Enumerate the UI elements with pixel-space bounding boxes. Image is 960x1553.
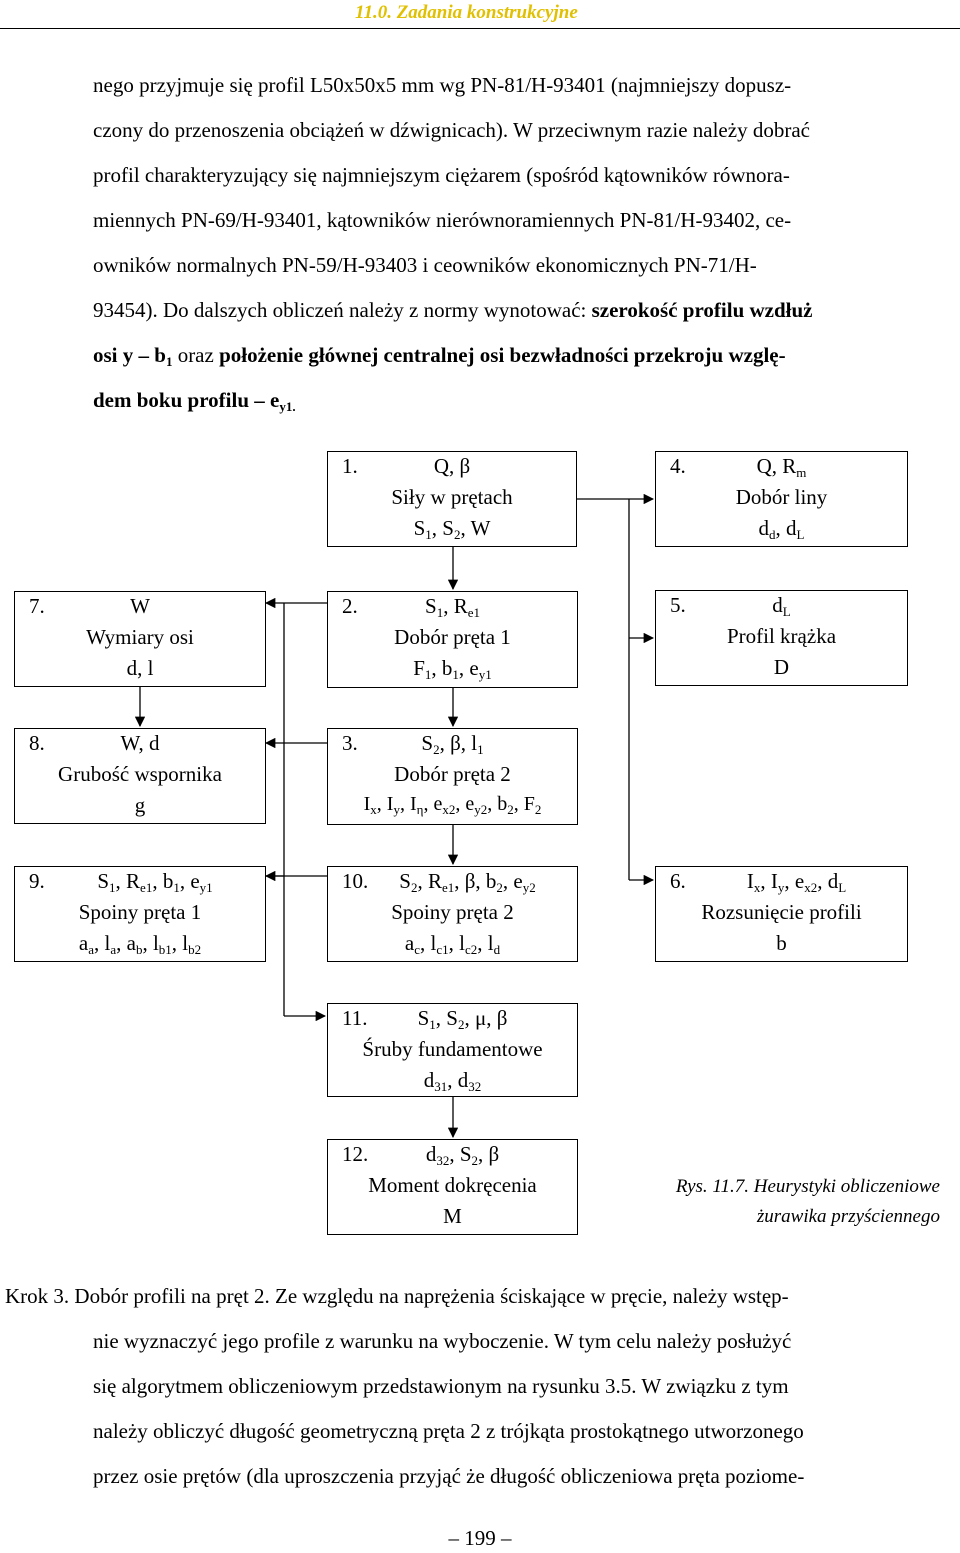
box-title: Dobór pręta 1 [394, 625, 511, 649]
box-outputs: dd, dL [758, 516, 805, 542]
box-inputs: S1, S2, μ, β [417, 1006, 508, 1032]
flowchart-box-9: 9. S1, Re1, b1, ey1 Spoiny pręta 1 aa, l… [14, 866, 266, 962]
box-number: 3. [342, 731, 358, 755]
box-inputs: S2, Re1, β, b2, ey2 [399, 869, 536, 895]
bottom-paragraph: Krok 3. Dobór profili na pręt 2. Ze wzgl… [0, 1274, 950, 1499]
box-inputs: Ix, Iy, ex2, dL [746, 869, 847, 895]
flowchart-box-8: 8. W, d Grubość wspornika g [14, 728, 266, 824]
box-inputs: d32, S2, β [425, 1142, 500, 1168]
flowchart-box-11: 11. S1, S2, μ, β Śruby fundamentowe d31,… [327, 1003, 578, 1097]
box-title: Moment dokręcenia [368, 1173, 537, 1197]
box-title: Profil krążka [726, 624, 837, 648]
box-number: 5. [670, 593, 686, 617]
bottom-line-5: przez osie prętów (dla uproszczenia przy… [93, 1464, 805, 1488]
box-inputs: Q, Rm [756, 454, 807, 480]
top-line-5: owników normalnych PN-59/H-93403 i ceown… [93, 253, 757, 277]
header-rule [0, 28, 960, 29]
box-title: Siły w prętach [391, 485, 513, 509]
running-header: 11.0. Zadania konstrukcyjne [355, 2, 578, 23]
box-inputs: S2, β, l1 [421, 731, 484, 757]
box-number: 7. [29, 594, 45, 618]
box-title: Spoiny pręta 1 [78, 900, 202, 924]
box-outputs: d, l [126, 656, 154, 680]
flowchart-box-10: 10. S2, Re1, β, b2, ey2 Spoiny pręta 2 a… [327, 866, 578, 962]
box-outputs: aa, la, ab, lb1, lb2 [78, 931, 202, 957]
flowchart-box-2: 2. S1, Re1 Dobór pręta 1 F1, b1, ey1 [327, 591, 578, 688]
box-inputs: dL [772, 593, 791, 619]
bottom-line-2: nie wyznaczyć jego profile z warunku na … [93, 1329, 792, 1353]
flowchart-box-4: 4. Q, Rm Dobór liny dd, dL [655, 451, 908, 547]
box-outputs: ac, lc1, lc2, ld [404, 931, 501, 957]
box-number: 6. [670, 869, 686, 893]
figure-caption: Rys. 11.7. Heurystyki obliczeniowe żuraw… [600, 1172, 940, 1232]
top-line-1: nego przyjmuje się profil L50x50x5 mm wg… [93, 73, 792, 97]
bottom-line-1: Krok 3. Dobór profili na pręt 2. Ze wzgl… [5, 1284, 789, 1308]
flowchart-box-5: 5. dL Profil krążka D [655, 590, 908, 686]
box-title: Spoiny pręta 2 [391, 900, 514, 924]
box-outputs: g [134, 793, 146, 817]
box-number: 10. [342, 869, 369, 893]
box-number: 2. [342, 594, 358, 618]
box-inputs: W [130, 594, 150, 618]
flowchart-box-12: 12. d32, S2, β Moment dokręcenia M [327, 1139, 578, 1235]
page-number: – 199 – [448, 1526, 512, 1550]
box-title: Śruby fundamentowe [362, 1037, 543, 1061]
box-inputs: S1, Re1 [425, 594, 480, 620]
box-outputs: d31, d32 [423, 1068, 482, 1094]
box-inputs: Q, β [433, 454, 471, 478]
box-title: Dobór liny [735, 485, 828, 509]
top-line-7: osi y – b1 oraz położenie głównej centra… [93, 343, 786, 369]
box-outputs: S1, S2, W [413, 516, 491, 542]
caption-line-2: żurawika przyściennego [756, 1206, 940, 1227]
flowchart-box-3: 3. S2, β, l1 Dobór pręta 2 Ix, Iy, Iη, e… [327, 728, 578, 825]
top-line-6: 93454). Do dalszych obliczeń należy z no… [93, 298, 813, 322]
box-title: Wymiary osi [86, 625, 194, 649]
top-line-4: miennych PN-69/H-93401, kątowników nieró… [93, 208, 792, 232]
bottom-line-3: się algorytmem obliczeniowym przedstawio… [93, 1374, 789, 1398]
box-number: 1. [342, 454, 358, 478]
box-outputs: F1, b1, ey1 [413, 656, 492, 682]
box-title: Rozsunięcie profili [701, 900, 862, 924]
box-number: 11. [342, 1006, 368, 1030]
bottom-line-4: należy obliczyć długość geometryczną prę… [93, 1419, 804, 1443]
flowchart-box-1: 1. Q, β Siły w prętach S1, S2, W [327, 451, 577, 547]
top-line-2: czony do przenoszenia obciążeń w dźwigni… [93, 118, 810, 142]
top-line-3: profil charakteryzujący się najmniejszym… [93, 163, 790, 187]
caption-line-1: Rys. 11.7. Heurystyki obliczeniowe [675, 1176, 940, 1197]
flowchart-box-7: 7. W Wymiary osi d, l [14, 591, 266, 687]
box-number: 12. [342, 1142, 369, 1166]
top-line-8: dem boku profilu – ey1. [93, 388, 296, 414]
box-outputs: b [776, 931, 787, 955]
box-number: 4. [670, 454, 686, 478]
box-number: 9. [29, 869, 45, 893]
box-outputs: D [773, 655, 790, 679]
top-paragraph: nego przyjmuje się profil L50x50x5 mm wg… [93, 63, 948, 423]
box-title: Dobór pręta 2 [394, 762, 511, 786]
flowchart-box-6: 6. Ix, Iy, ex2, dL Rozsunięcie profili b [655, 866, 908, 962]
box-outputs: Ix, Iy, Iη, ex2, ey2, b2, F2 [363, 793, 542, 817]
box-inputs: W, d [120, 731, 160, 755]
box-inputs: S1, Re1, b1, ey1 [97, 869, 213, 895]
box-title: Grubość wspornika [58, 762, 222, 786]
box-number: 8. [29, 731, 45, 755]
box-outputs: M [443, 1204, 462, 1228]
